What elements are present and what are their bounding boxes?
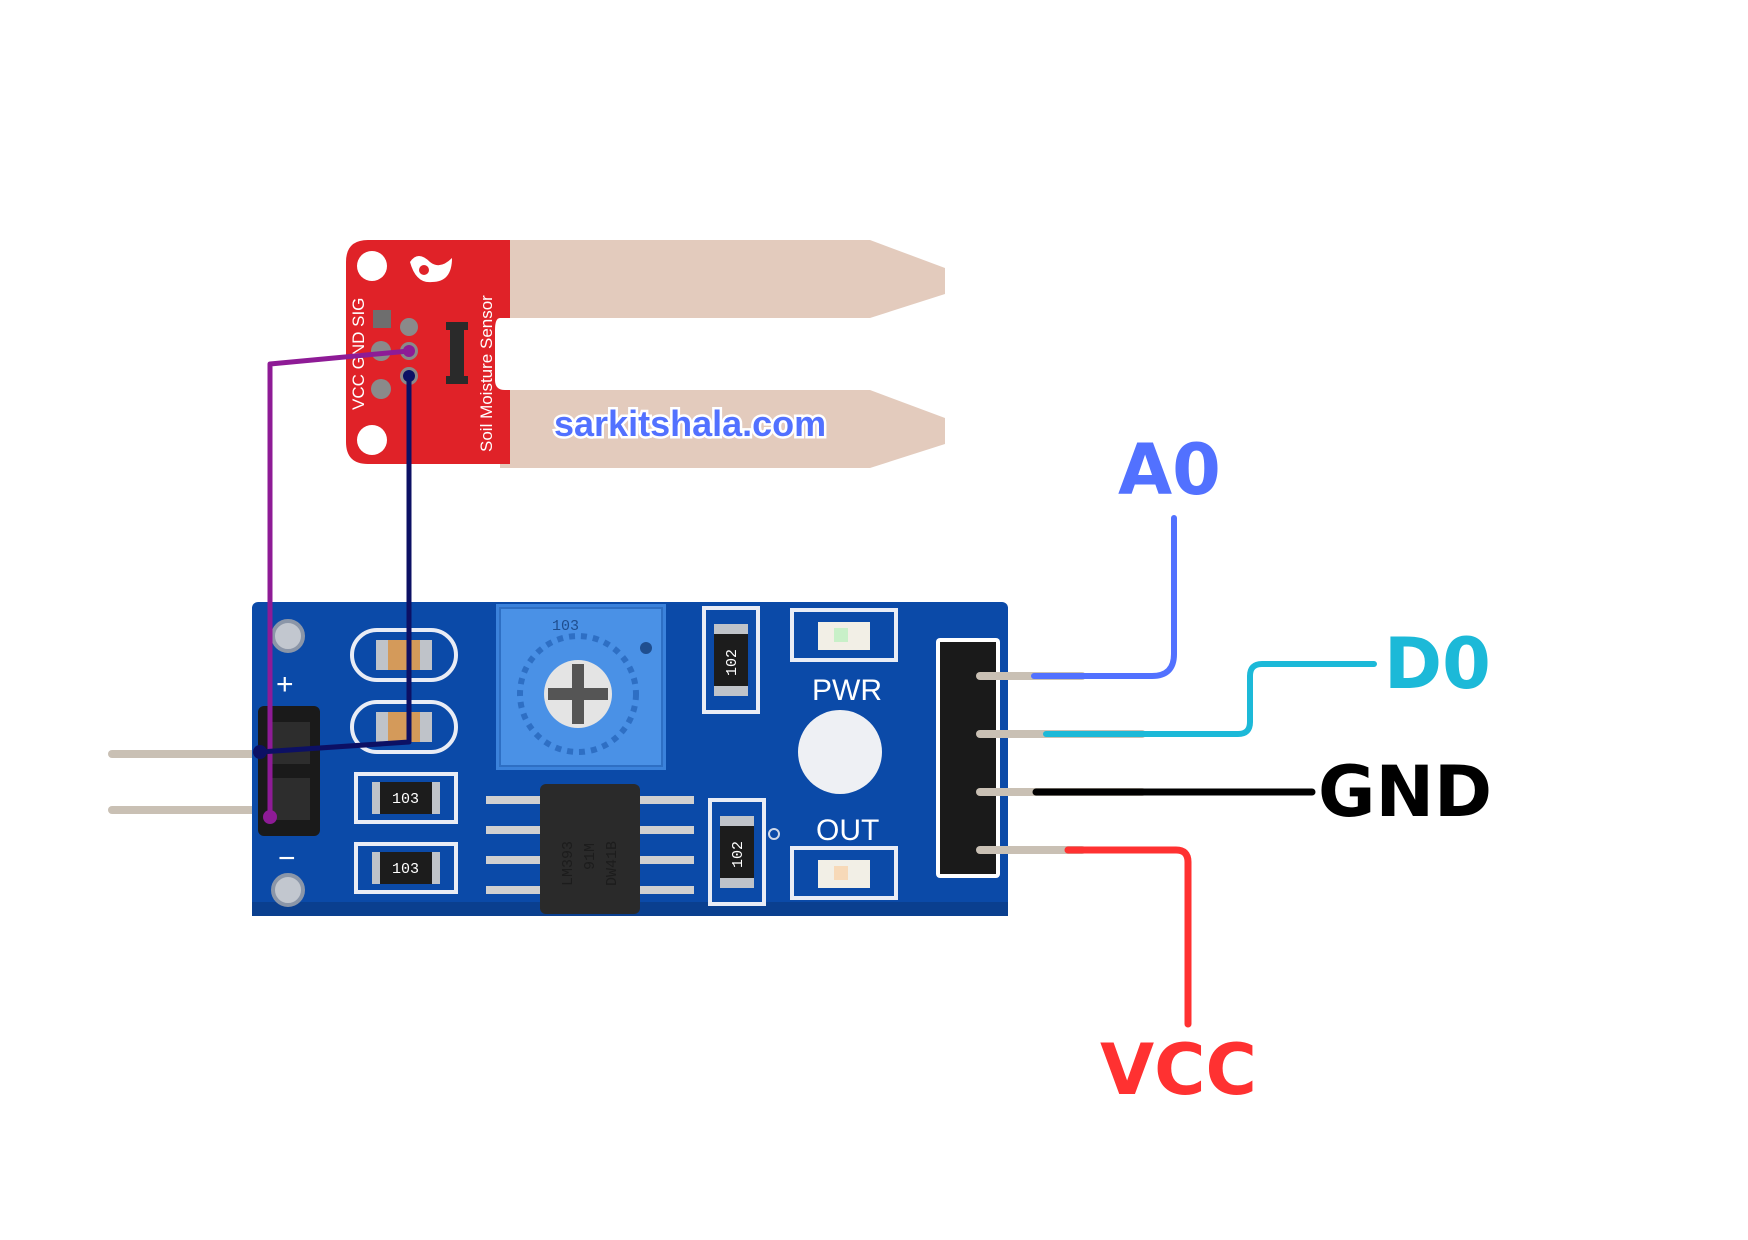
minus-mark: − bbox=[278, 842, 296, 875]
module-mount-hole bbox=[271, 873, 305, 907]
lead-a0 bbox=[1031, 515, 1177, 679]
header-slot bbox=[268, 722, 310, 764]
wire-node bbox=[253, 745, 267, 759]
probe-pad bbox=[400, 318, 418, 336]
lm393-ic: LM393 91M DW41B bbox=[486, 784, 694, 914]
probe-mount-hole bbox=[357, 251, 387, 281]
pot-marking: 103 bbox=[552, 618, 579, 635]
probe-smd-cap bbox=[446, 322, 468, 330]
out-label: OUT bbox=[816, 814, 879, 847]
probe-smd-cap bbox=[446, 376, 468, 384]
ic-marking: 91M bbox=[582, 843, 599, 870]
smd-resistor bbox=[350, 700, 458, 754]
probe-header-pin bbox=[108, 750, 288, 758]
watermark: sarkitshala.com bbox=[554, 403, 826, 444]
lead-vcc bbox=[1064, 846, 1192, 1028]
wire-node bbox=[403, 370, 415, 382]
module-mount-hole bbox=[271, 619, 305, 653]
ic-marking: DW41B bbox=[604, 841, 621, 886]
comparator-module: + − 103 103 bbox=[108, 602, 1146, 916]
indicator-lens bbox=[798, 710, 882, 794]
pwr-led bbox=[790, 608, 898, 662]
pwr-label: PWR bbox=[812, 674, 882, 707]
probe-board-name: Soil Moisture Sensor bbox=[477, 295, 496, 452]
plus-mark: + bbox=[276, 668, 294, 701]
output-header-housing bbox=[940, 642, 996, 874]
resistor-mark: 103 bbox=[392, 791, 419, 808]
resistor-mark: 103 bbox=[392, 861, 419, 878]
probe-prong-top bbox=[500, 240, 945, 318]
probe-pad bbox=[371, 379, 391, 399]
resistor-mark: 102 bbox=[724, 649, 741, 676]
smd-resistor-102: 102 bbox=[708, 798, 766, 906]
lead-d0 bbox=[1043, 661, 1377, 737]
potentiometer: 103 bbox=[496, 604, 666, 770]
ic-marking: LM393 bbox=[560, 841, 577, 886]
wire-probe-positive bbox=[267, 348, 410, 817]
probe-mount-hole bbox=[357, 425, 387, 455]
via bbox=[768, 828, 780, 840]
smd-resistor-102: 102 bbox=[702, 606, 760, 714]
flame-logo-icon bbox=[410, 256, 452, 283]
out-led bbox=[790, 846, 898, 900]
label-vcc: VCC bbox=[1100, 1029, 1257, 1111]
smd-resistor-103: 103 bbox=[354, 772, 458, 824]
resistor-mark: 102 bbox=[730, 841, 747, 868]
probe-smd-part bbox=[450, 330, 464, 376]
probe-prong-bottom bbox=[500, 390, 945, 468]
wire-node bbox=[263, 810, 277, 824]
wire-probe-negative bbox=[259, 376, 412, 755]
label-d0: D0 bbox=[1384, 623, 1491, 705]
wire-node bbox=[403, 345, 415, 357]
output-pin bbox=[976, 846, 1086, 854]
probe-pcb bbox=[346, 240, 510, 464]
smd-resistor bbox=[350, 628, 458, 682]
smd-resistor-103: 103 bbox=[354, 842, 458, 894]
probe-pad-square bbox=[373, 310, 391, 328]
label-a0: A0 bbox=[1118, 429, 1221, 511]
probe-header-pin bbox=[108, 806, 288, 814]
label-gnd: GND bbox=[1318, 751, 1492, 833]
moisture-probe: VCC GND SIG Soil Moisture Sensor bbox=[346, 240, 945, 468]
